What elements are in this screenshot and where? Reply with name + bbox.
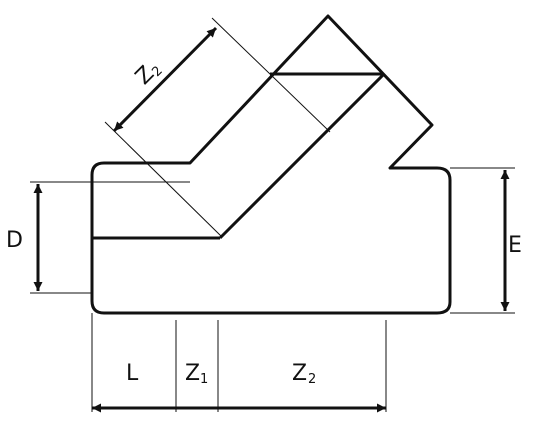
label-z2-letter: Z [292,361,307,386]
label-z1: Z 1 [185,361,208,387]
fitting-body [90,14,452,315]
dimension-arrows [33,26,510,413]
extension-lines [30,17,515,412]
branch-z2-dimension-arrow [112,26,218,133]
label-e: E [508,233,522,258]
label-z1-subscript: 1 [200,372,208,387]
branch-extension-outer [211,17,331,133]
branch-bore-line [218,72,386,240]
label-d: D [6,228,23,253]
branch-centerline [104,121,223,238]
label-l: L [126,361,139,386]
label-z1-letter: Z [185,361,200,386]
fitting-outline [90,14,452,315]
label-z2-bottom: Z 2 [292,361,316,387]
label-z2-subscript: 2 [308,372,316,387]
